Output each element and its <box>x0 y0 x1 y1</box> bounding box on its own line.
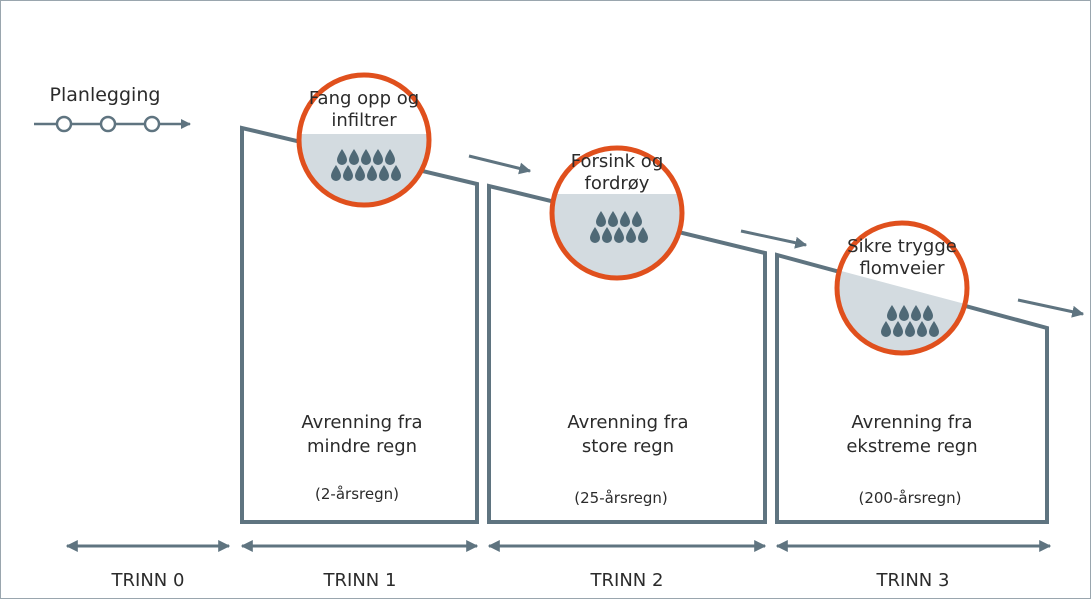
trinn1-label: TRINN 1 <box>323 570 397 591</box>
runoff1-line2: mindre regn <box>307 436 417 457</box>
trinn2-label: TRINN 2 <box>590 570 664 591</box>
circle-step1: Fang opp og infiltrer <box>296 72 432 208</box>
step1-box <box>240 125 479 524</box>
period3: (200-årsregn) <box>858 489 961 507</box>
runoff3-line2: ekstreme regn <box>846 436 977 457</box>
flow-arrow-3 <box>1017 298 1085 318</box>
period1: (2-årsregn) <box>315 485 399 503</box>
runoff1-line1: Avrenning fra <box>301 412 422 433</box>
circle2-line1: Forsink og <box>571 151 664 172</box>
runoff3-line1: Avrenning fra <box>851 412 972 433</box>
planning-arrow <box>34 115 191 133</box>
flow-arrow-1 <box>468 154 532 175</box>
planning-label: Planlegging <box>50 84 161 106</box>
circle2-line2: fordrøy <box>585 173 650 194</box>
flow-arrow-2 <box>740 229 808 249</box>
runoff2-line1: Avrenning fra <box>567 412 688 433</box>
trinn0-label: TRINN 0 <box>111 570 185 591</box>
step3-box <box>775 252 1049 524</box>
runoff2-line2: store regn <box>582 436 674 457</box>
circle1-line1: Fang opp og <box>309 88 419 109</box>
circle-step3: Sikre trygge flomveier <box>834 220 970 356</box>
step2-box <box>487 183 767 524</box>
circle1-line2: infiltrer <box>331 110 397 131</box>
circle-step2: Forsink og fordrøy <box>549 145 685 281</box>
circle3-line2: flomveier <box>859 258 945 279</box>
period2: (25-årsregn) <box>574 489 667 507</box>
circle3-line1: Sikre trygge <box>847 236 957 257</box>
trinn3-label: TRINN 3 <box>876 570 950 591</box>
